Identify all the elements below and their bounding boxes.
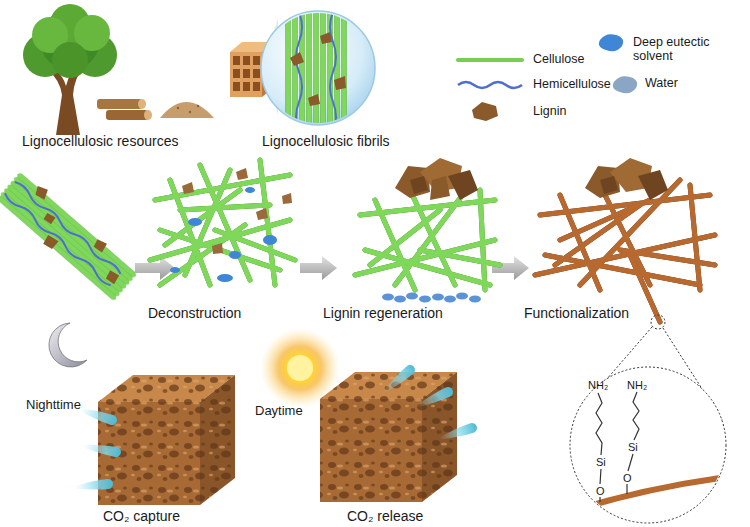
step-label: Functionalization — [524, 306, 629, 321]
legend-text: Cellulose — [533, 53, 584, 67]
process-arrow — [300, 256, 337, 280]
process-arrow — [492, 256, 529, 280]
sawdust — [160, 102, 214, 118]
atom-label: Si — [628, 441, 638, 453]
legend-text: Hemicellulose — [533, 78, 611, 92]
zoom-callout — [560, 315, 726, 523]
group-label: NH₂ — [588, 379, 608, 391]
atom-label: O — [623, 472, 632, 484]
source-label: Lignocellulosic resources — [22, 134, 178, 149]
step-label: Deconstruction — [148, 306, 241, 321]
legend-text: Deep eutectic solvent — [633, 36, 750, 64]
co2-molecules — [74, 363, 479, 493]
functionalized-network — [535, 158, 715, 322]
porous-cube — [320, 372, 457, 502]
step-label: Lignin regeneration — [323, 306, 443, 321]
logs — [97, 99, 152, 120]
fibril-bubble — [261, 11, 375, 132]
regenerated-network — [355, 158, 500, 303]
legend-samples — [458, 34, 637, 121]
fibril-label: Lignocellulosic fibrils — [262, 134, 390, 149]
process-label: CO₂ release — [347, 509, 423, 524]
deconstructed-network — [150, 160, 295, 285]
fiber-bundle — [0, 170, 138, 302]
time-label: Nighttime — [26, 398, 81, 412]
porous-cube — [98, 375, 235, 505]
legend-text: Water — [645, 77, 678, 91]
atom-label: Si — [596, 456, 606, 468]
atom-label: O — [596, 485, 605, 497]
moon — [49, 323, 87, 367]
tree — [23, 4, 117, 135]
process-label: CO₂ capture — [103, 509, 180, 524]
group-label: NH₂ — [627, 379, 647, 391]
time-label: Daytime — [255, 404, 303, 418]
legend-text: Lignin — [533, 105, 566, 119]
